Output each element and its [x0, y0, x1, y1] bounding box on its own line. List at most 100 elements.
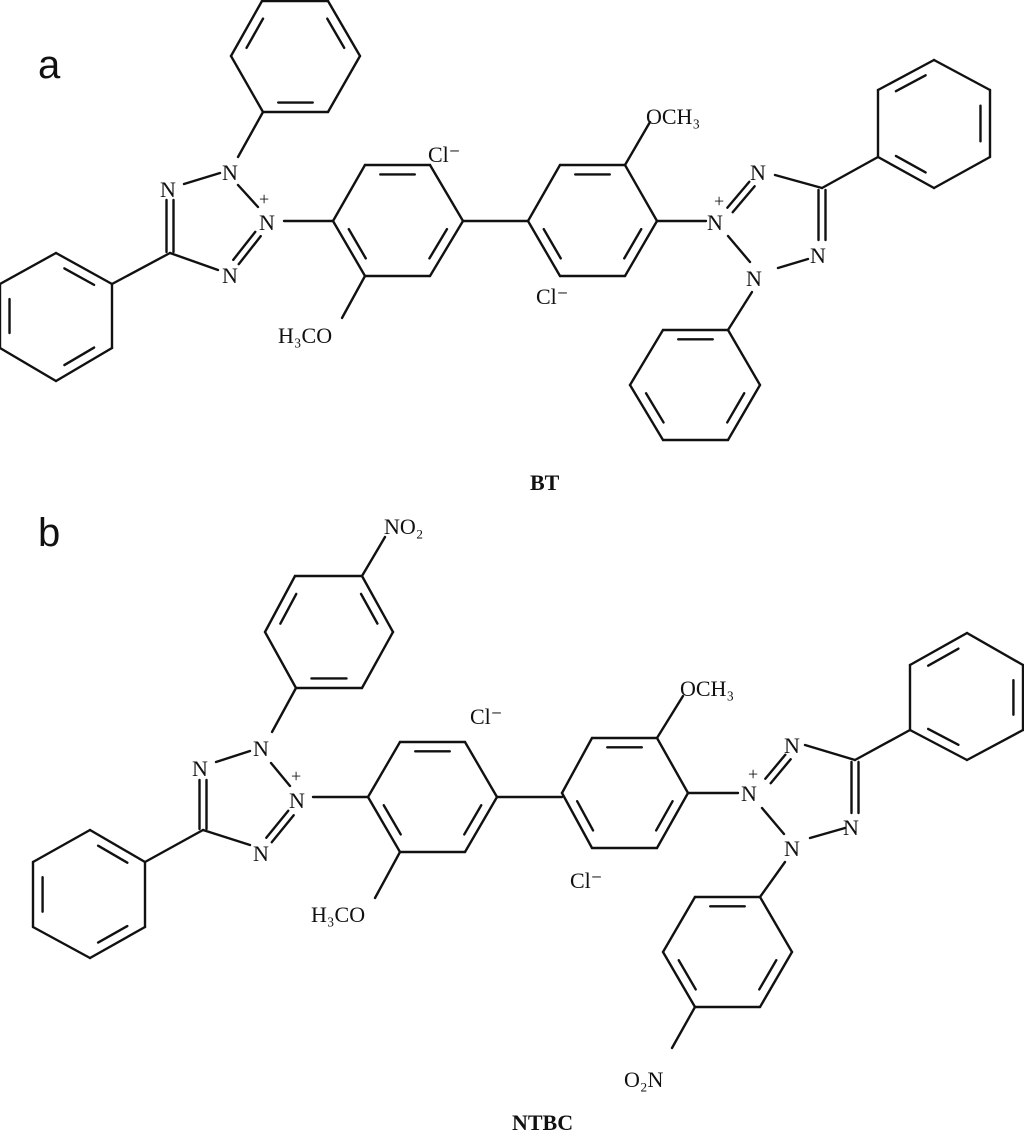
bond-c-phenyl [820, 155, 880, 190]
atom-n4: N [253, 841, 269, 866]
double-bond-n-n [270, 814, 295, 844]
atom-n1: N [810, 243, 826, 268]
bond-n-n [726, 234, 752, 264]
aryl-ring-double-bond [463, 804, 483, 836]
bond-n-n [269, 761, 292, 788]
bond-n-phenyl [270, 686, 298, 734]
structure-ntbc: b NO₂ N N N + N Cl⁻ H₃CO OCH₃ Cl⁻ N + N … [38, 511, 859, 1135]
bond-aryl-o [655, 694, 685, 740]
bond-aryl-nitro [360, 535, 387, 578]
bond-c-phenyl [143, 828, 205, 864]
bonds-layer [0, 0, 1024, 1050]
nitrophenyl-bottom-double-bond [758, 959, 778, 991]
aryl-ring-bond [526, 219, 562, 278]
aryl-ring-double-bond [542, 227, 562, 260]
double-bond-n-n [726, 180, 751, 209]
aryl-ring-bond [560, 736, 594, 795]
phenyl-bottom-double-bond [644, 392, 665, 424]
atom-n4: N [222, 263, 238, 288]
atom-n4: N [750, 160, 766, 185]
charge-plus: + [714, 191, 724, 211]
nitrophenyl-top-double-bond [359, 592, 379, 625]
atom-n1: N [160, 177, 176, 202]
phenyl-right-bond [965, 728, 1024, 762]
aryl-ring-bond [366, 740, 402, 799]
double-bond-n-n [764, 753, 787, 780]
bond-aryl-o [373, 850, 402, 900]
double-bond-n-n [232, 230, 257, 262]
panel-label-b: b [38, 511, 60, 555]
charge-plus: + [291, 766, 301, 786]
bond-aryl-nitro [670, 1005, 697, 1050]
atom-n2: N [746, 266, 762, 291]
phenyl-top-double-bond [245, 17, 265, 50]
bond-c-phenyl [853, 728, 912, 762]
bond-n-n [776, 257, 810, 270]
atom-n3-plus: N [289, 788, 305, 813]
double-bond-n-n [731, 185, 756, 214]
nitrophenyl-top-double-bond [279, 592, 298, 625]
aryl-ring-double-bond [575, 800, 595, 832]
nitrophenyl-top-bond [263, 574, 297, 634]
aryl-ring-bond [366, 795, 402, 854]
phenyl-left-bond [88, 925, 147, 960]
aryl-ring-bond [655, 791, 690, 850]
phenyl-left-double-bond [96, 844, 129, 864]
phenyl-right-bond [932, 58, 992, 92]
nitrophenyl-bottom-bond [758, 895, 794, 954]
atom-n3-plus: N [741, 781, 757, 806]
aryl-ring-bond [560, 791, 594, 850]
atom-n1: N [843, 815, 859, 840]
nitrophenyl-top-bond [360, 574, 395, 634]
bond-n-n [236, 183, 260, 209]
phenyl-right-double-bond [894, 74, 927, 93]
atom-n4: N [784, 733, 800, 758]
nitrophenyl-top-bond [360, 630, 395, 690]
structure-bt: a N N N + N Cl⁻ H₃CO OCH₃ Cl⁻ N + N N N … [38, 43, 826, 495]
methoxy-group: OCH₃ [646, 104, 700, 129]
nitrophenyl-bottom-bond [661, 950, 697, 1009]
phenyl-right-bond [876, 58, 936, 92]
nitrophenyl-bottom-bond [661, 895, 697, 954]
methoxy-group: H₃CO [278, 323, 332, 348]
phenyl-top-bond [326, 0, 362, 58]
bond-c-n [168, 251, 220, 272]
bond-n-c [803, 743, 857, 762]
nitrophenyl-bottom-bond [758, 950, 794, 1009]
phenyl-top-bond [326, 54, 362, 114]
phenyl-left-bond [88, 828, 147, 864]
atom-n3-plus: N [707, 210, 723, 235]
phenyl-right-bond [908, 631, 969, 667]
charge-plus: + [259, 189, 269, 209]
aryl-ring-bond [463, 740, 499, 799]
aryl-ring-bond [655, 736, 690, 795]
phenyl-left-bond [0, 346, 58, 383]
phenyl-left-bond [0, 251, 58, 286]
phenyl-bottom-bond [628, 328, 665, 387]
phenyl-top-double-bond [326, 17, 346, 50]
bond-n-c [773, 173, 824, 190]
aryl-ring-double-bond [382, 804, 402, 836]
double-bond-n-n [769, 758, 792, 785]
atom-n2: N [784, 836, 800, 861]
phenyl-bottom-double-bond [726, 392, 746, 424]
phenyl-left-bond [54, 346, 114, 383]
aryl-ring-bond [331, 163, 367, 223]
aryl-ring-double-bond [347, 227, 367, 260]
phenyl-right-double-bond [894, 154, 927, 174]
nitrophenyl-top-bond [263, 630, 298, 690]
bond-n-n [214, 749, 252, 764]
atom-n2: N [253, 736, 269, 761]
aryl-ring-bond [526, 163, 562, 223]
phenyl-left-bond [31, 828, 92, 864]
aryl-ring-double-bond [428, 227, 449, 260]
bond-aryl-o [623, 120, 652, 167]
phenyl-left-bond [31, 925, 92, 960]
nitrophenyl-bottom-double-bond [677, 959, 697, 991]
phenyl-bottom-bond [726, 328, 762, 387]
phenyl-top-bond [229, 54, 265, 114]
phenyl-bottom-bond [628, 383, 665, 442]
atom-n2: N [222, 160, 238, 185]
